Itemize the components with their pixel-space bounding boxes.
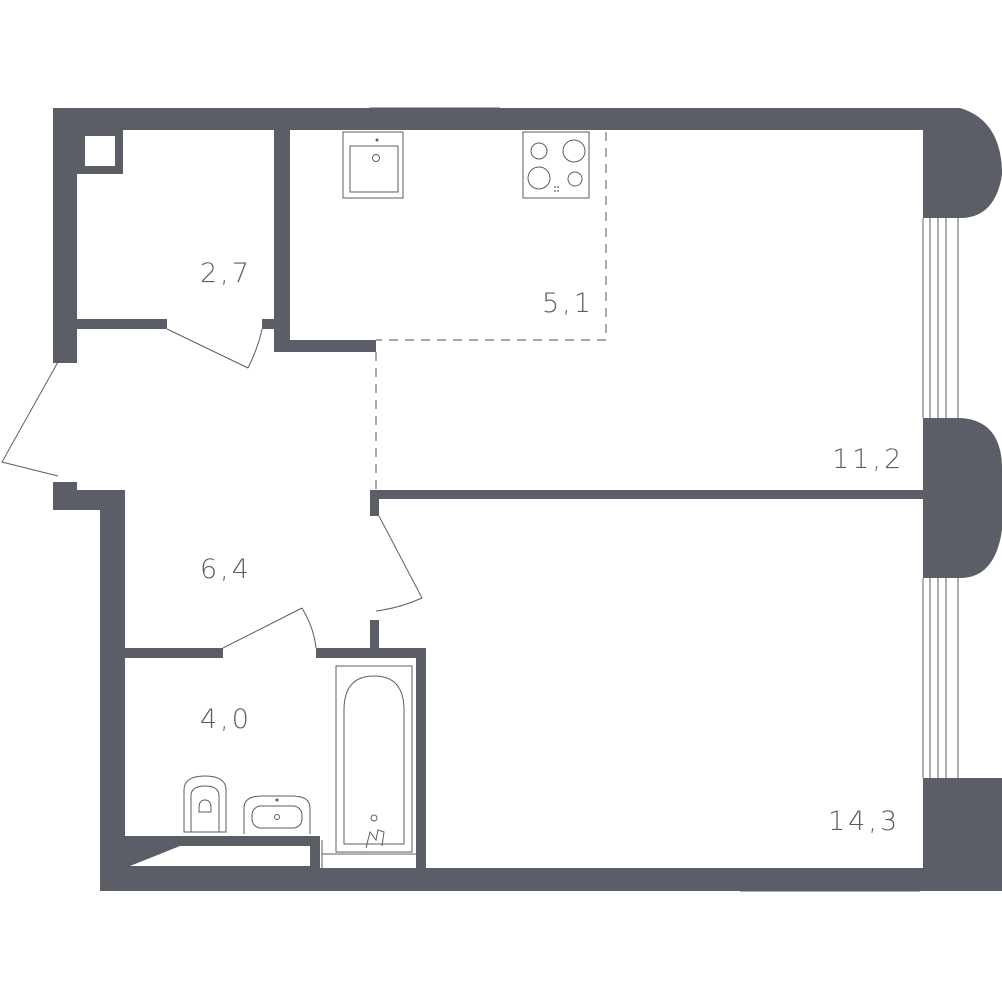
toilet-icon — [183, 775, 227, 833]
window-icon — [922, 218, 961, 418]
door-icon — [166, 328, 263, 369]
room-area-label: 2,7 — [200, 258, 252, 289]
washbasin-icon — [243, 795, 311, 834]
room-area-label: 4,0 — [200, 704, 252, 735]
sink-icon — [342, 131, 404, 199]
door-icon — [375, 515, 423, 612]
window-icon — [922, 578, 961, 778]
walls — [53, 108, 1002, 891]
stove-icon — [522, 131, 590, 199]
door-icon — [1, 361, 59, 477]
room-area-label: 6,4 — [200, 554, 252, 585]
door-icon — [222, 607, 317, 649]
room-area-label: 5,1 — [542, 288, 594, 319]
room-area-label: 14,3 — [828, 806, 900, 837]
bathtub-icon — [321, 665, 416, 868]
room-area-label: 11,2 — [832, 444, 904, 475]
